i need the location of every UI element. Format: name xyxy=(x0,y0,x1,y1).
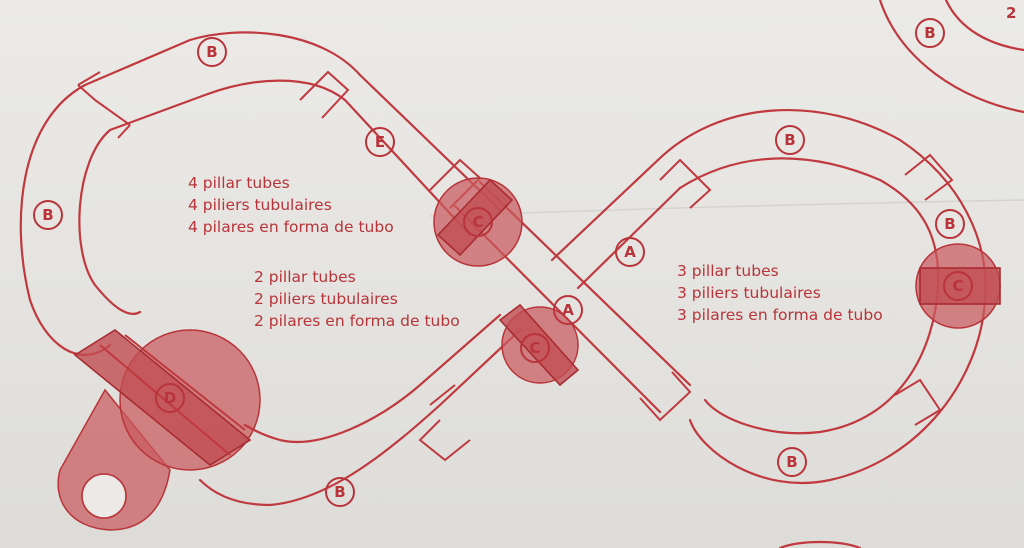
note-line: 3 pillar tubes xyxy=(677,262,779,280)
svg-text:A: A xyxy=(624,243,636,261)
badge-b-top-right: B xyxy=(775,125,805,155)
badge-b-top-left: B xyxy=(197,37,227,67)
badge-b-corner: B xyxy=(915,18,945,48)
corner-number-fragment: 2 xyxy=(1006,4,1016,22)
badge-b-left: B xyxy=(33,200,63,230)
svg-text:A: A xyxy=(562,301,574,319)
pillar-d-bars xyxy=(73,329,252,466)
svg-text:B: B xyxy=(334,483,345,501)
badge-c-lower: C xyxy=(520,333,550,363)
note-line: 3 pilares en forma de tubo xyxy=(677,306,883,324)
pillar-c-lower xyxy=(498,303,580,387)
note-line: 2 piliers tubulaires xyxy=(254,290,398,308)
note-line: 3 piliers tubulaires xyxy=(677,284,821,302)
svg-text:C: C xyxy=(952,277,963,295)
badge-a-top: A xyxy=(615,237,645,267)
svg-text:B: B xyxy=(42,206,53,224)
note-line: 2 pillar tubes xyxy=(254,268,356,286)
badge-d-base: D xyxy=(155,383,185,413)
badge-b-bottom-right: B xyxy=(777,447,807,477)
svg-text:B: B xyxy=(944,215,955,233)
note-line: 4 piliers tubulaires xyxy=(188,196,332,214)
pillar-c-right xyxy=(915,243,1001,329)
svg-text:B: B xyxy=(786,453,797,471)
note-left-upper: 4 pillar tubes 4 piliers tubulaires 4 pi… xyxy=(188,172,394,238)
note-line: 4 pillar tubes xyxy=(188,174,290,192)
badge-c-upper: C xyxy=(463,207,493,237)
corner-arcs xyxy=(778,0,1024,548)
svg-text:D: D xyxy=(164,389,176,407)
badge-b-bottom-left: B xyxy=(325,477,355,507)
badge-a-center: A xyxy=(553,295,583,325)
note-left-lower: 2 pillar tubes 2 piliers tubulaires 2 pi… xyxy=(254,266,460,332)
note-line: 2 pilares en forma de tubo xyxy=(254,312,460,330)
badge-e-diagonal: E xyxy=(365,127,395,157)
svg-text:B: B xyxy=(784,131,795,149)
pillar-c-upper xyxy=(433,177,523,267)
svg-text:B: B xyxy=(206,43,217,61)
note-line: 4 pilares en forma de tubo xyxy=(188,218,394,236)
svg-text:C: C xyxy=(529,339,540,357)
svg-text:C: C xyxy=(472,213,483,231)
note-right: 3 pillar tubes 3 piliers tubulaires 3 pi… xyxy=(677,260,883,326)
svg-text:E: E xyxy=(375,133,385,151)
left-loop-track xyxy=(19,31,522,507)
badge-c-right: C xyxy=(943,271,973,301)
svg-text:B: B xyxy=(924,24,935,42)
badge-b-right-upper: B xyxy=(935,209,965,239)
